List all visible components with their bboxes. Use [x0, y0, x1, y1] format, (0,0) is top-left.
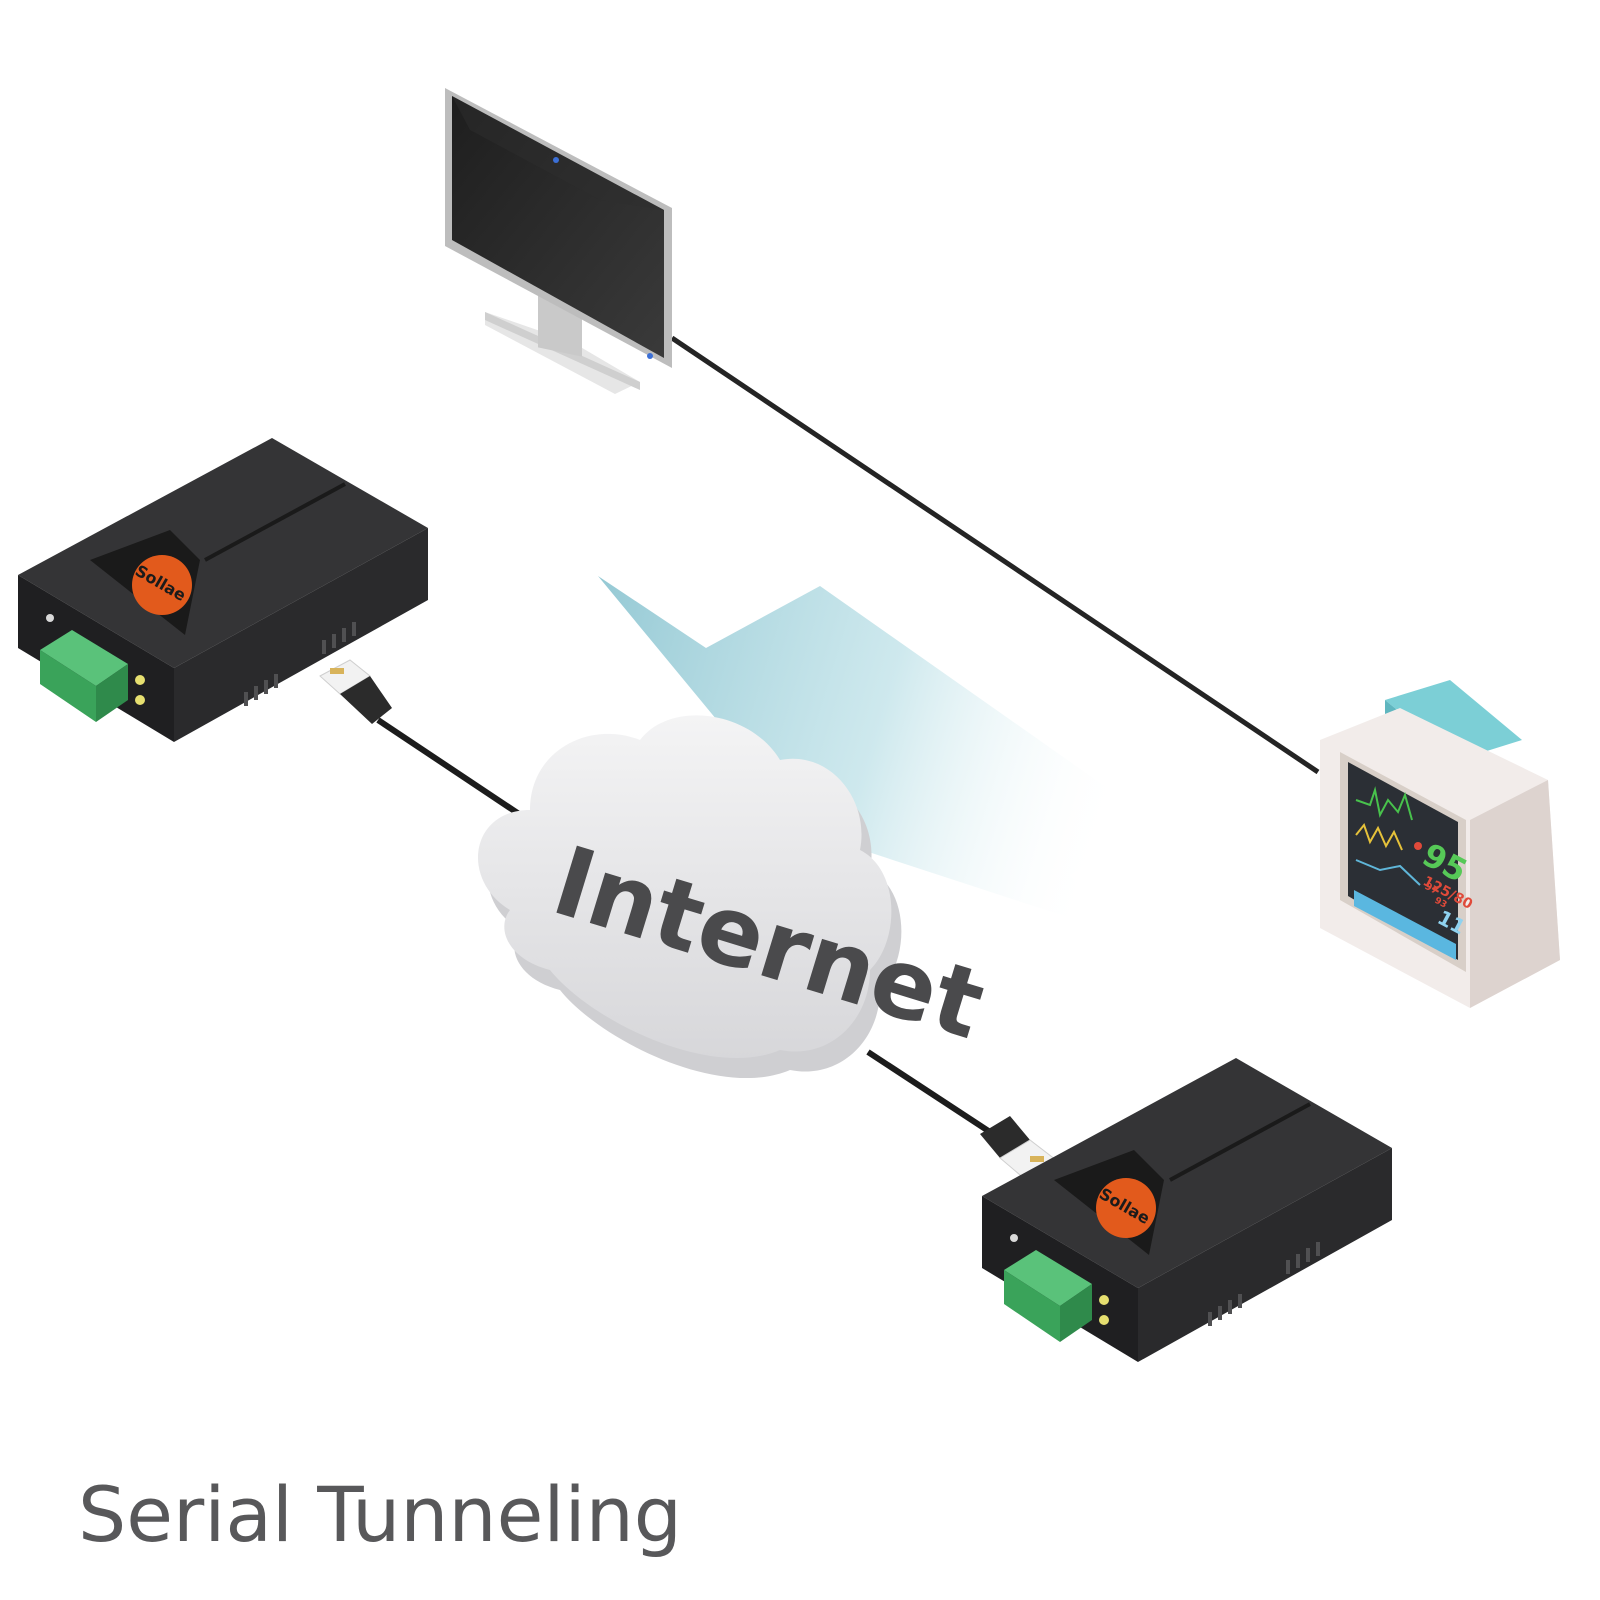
display-cable — [670, 335, 1320, 775]
pleth-wave-icon — [1355, 822, 1403, 851]
internet-cloud: Internet — [477, 715, 996, 1079]
patient-monitor: 95 97 125/80 93 11 — [1320, 680, 1560, 1008]
ecg-wave-icon — [1355, 786, 1413, 821]
ethernet-cable-left — [376, 717, 536, 827]
device-logo-icon — [1096, 1178, 1156, 1238]
ethernet-cable-right — [866, 1049, 992, 1135]
camera-icon — [553, 157, 559, 163]
terminal-block-icon — [1004, 1250, 1092, 1342]
computer-display — [445, 88, 672, 394]
device-logo-icon — [132, 555, 192, 615]
heart-icon — [1414, 842, 1422, 850]
diagram-caption: Serial Tunneling — [78, 1470, 682, 1559]
resp-wave-icon — [1355, 859, 1421, 886]
tunnel-signal-beam — [598, 576, 1168, 950]
serial-device-bottom-right: Sollae — [982, 1058, 1392, 1362]
status-led-icon — [1099, 1295, 1109, 1305]
terminal-block-icon — [40, 630, 128, 722]
rj45-connector-right-icon — [980, 1116, 1057, 1181]
power-led-icon — [647, 353, 653, 359]
serial-device-top-left: Sollae — [18, 438, 428, 742]
status-led-icon — [1099, 1315, 1109, 1325]
status-led-icon — [135, 675, 145, 685]
status-led-icon — [135, 695, 145, 705]
rj45-connector-left-icon — [319, 659, 392, 724]
